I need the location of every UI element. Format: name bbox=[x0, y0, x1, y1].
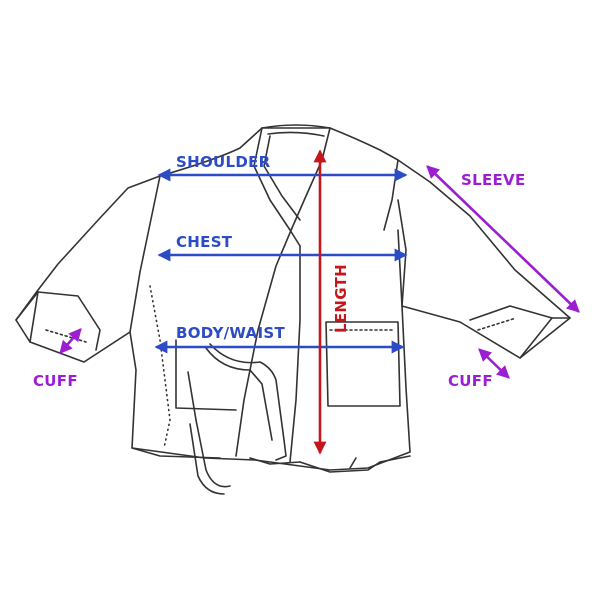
sleeve-arrow bbox=[426, 165, 580, 313]
cuff-right-arrow bbox=[478, 348, 510, 379]
cuff-right-label: CUFF bbox=[448, 372, 493, 390]
chest-label: CHEST bbox=[176, 233, 233, 251]
body-waist-label: BODY/WAIST bbox=[176, 324, 285, 342]
cuff-left-arrow bbox=[59, 328, 82, 354]
measurement-arrows bbox=[59, 149, 580, 455]
length-label: LENGTH bbox=[332, 264, 350, 333]
shoulder-label: SHOULDER bbox=[176, 153, 271, 171]
measurement-labels: SHOULDER CHEST BODY/WAIST LENGTH SLEEVE … bbox=[33, 153, 526, 390]
sleeve-label: SLEEVE bbox=[461, 171, 526, 189]
cuff-left-label: CUFF bbox=[33, 372, 78, 390]
